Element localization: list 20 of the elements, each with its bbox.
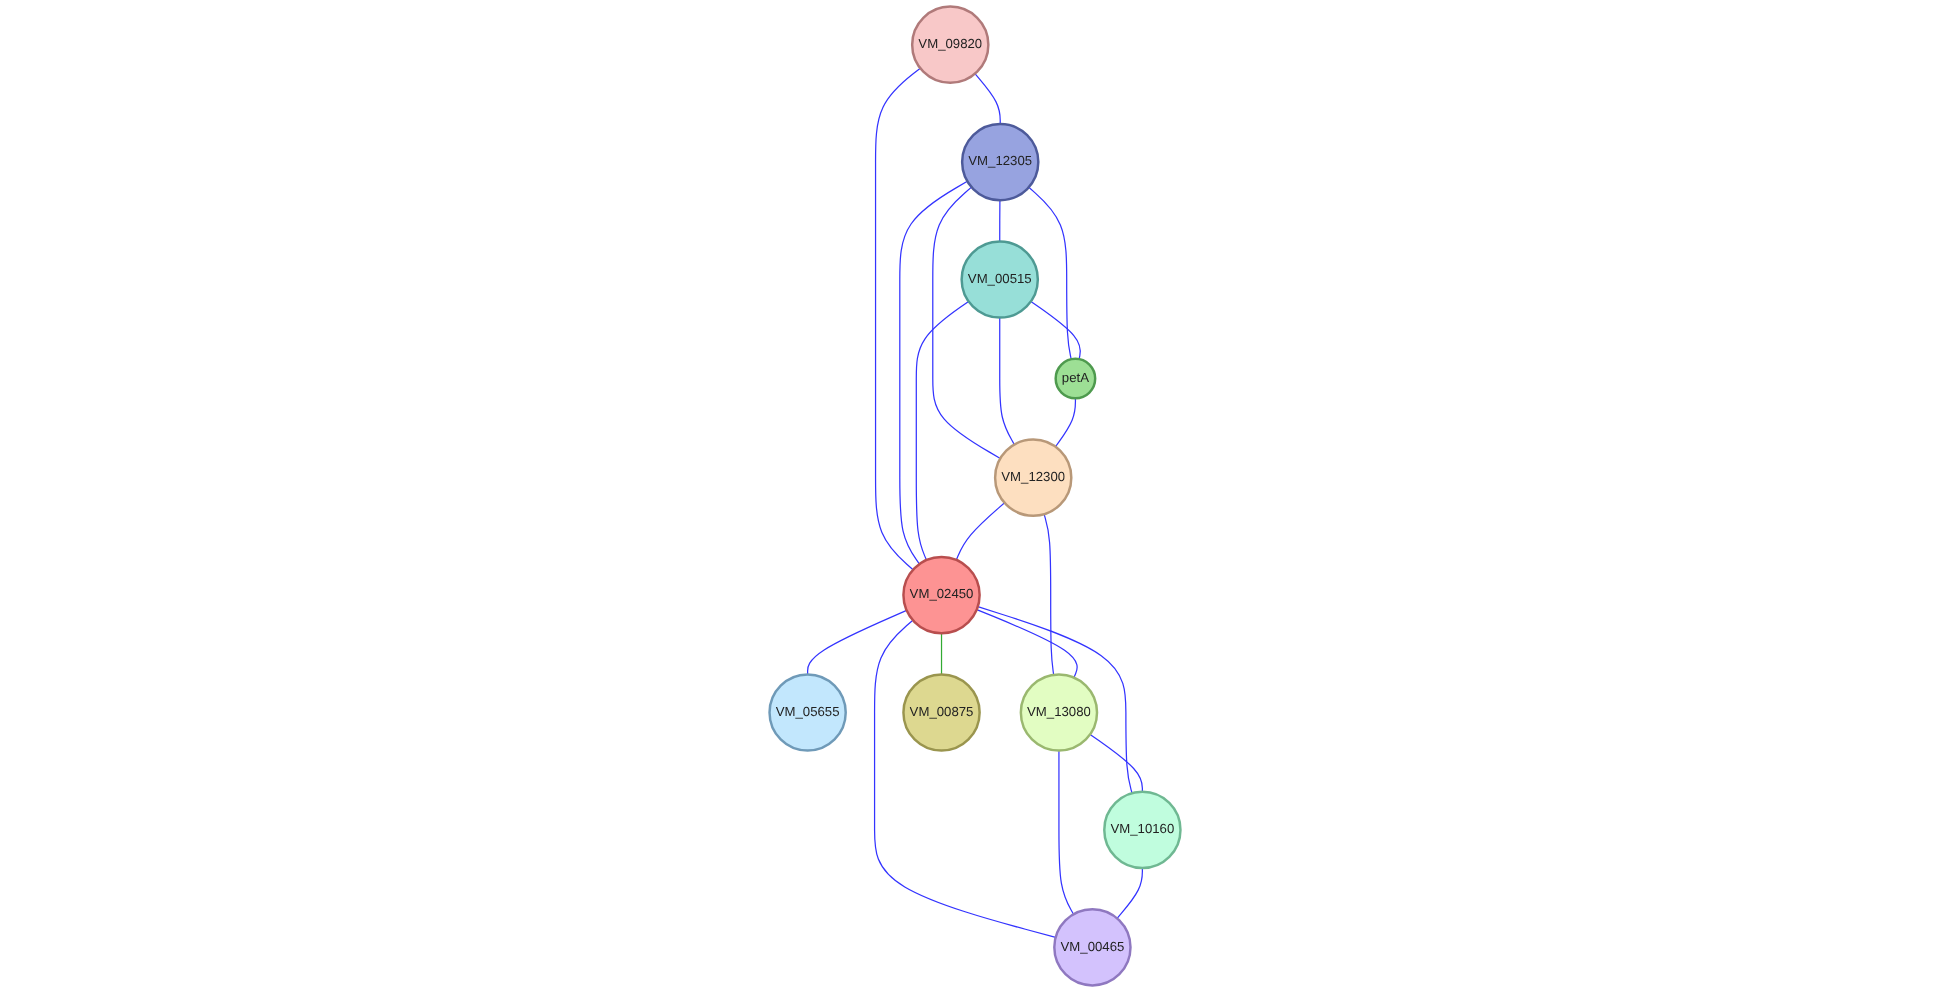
connector (1028, 186, 1072, 360)
connector (899, 180, 968, 565)
connector (807, 609, 908, 675)
connector (1116, 867, 1143, 919)
connector (974, 73, 1001, 125)
connector (1030, 300, 1081, 360)
connector (999, 317, 1015, 446)
connector (999, 199, 1001, 243)
connector (932, 186, 1001, 460)
connector (976, 608, 1078, 679)
connector (977, 606, 1133, 794)
connector (955, 502, 1006, 561)
connector (874, 67, 921, 571)
connector (873, 619, 1057, 938)
connector (1089, 733, 1143, 793)
connector (1058, 749, 1075, 915)
connector (940, 632, 943, 675)
connector (915, 300, 970, 561)
connector (1054, 397, 1077, 448)
connector (1043, 513, 1055, 676)
